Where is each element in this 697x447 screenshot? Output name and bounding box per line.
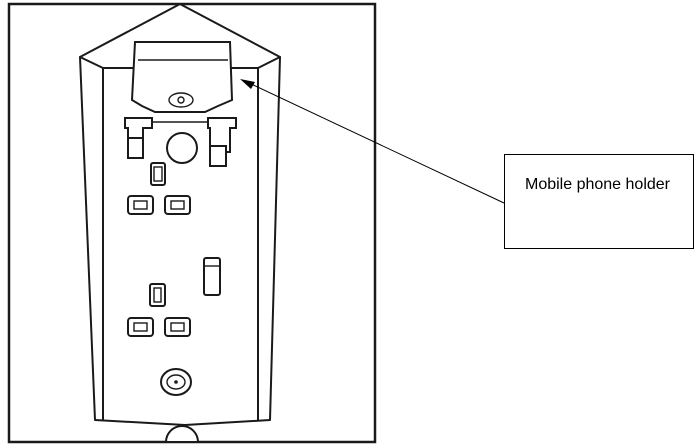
annotation-label: Mobile phone holder [525, 176, 670, 193]
annotation-box: Mobile phone holder [504, 154, 694, 249]
bottom-knob [164, 425, 200, 443]
annotation-arrow [240, 79, 505, 204]
device-body [79, 3, 281, 426]
upper-socket [127, 162, 191, 215]
switch [203, 257, 221, 296]
lower-socket [127, 283, 191, 337]
phone-holder [124, 41, 237, 167]
round-indicator [160, 368, 192, 396]
